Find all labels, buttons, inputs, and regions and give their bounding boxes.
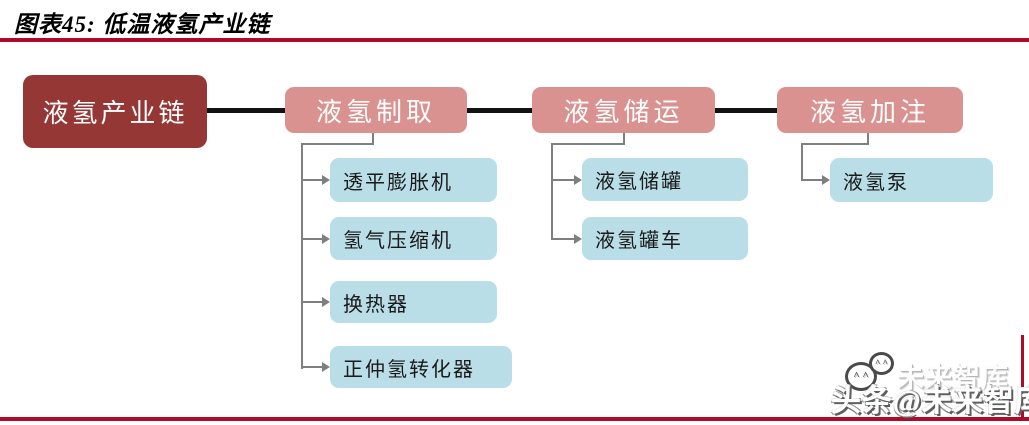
node-root: 液氢产业链 — [23, 75, 207, 148]
node-leaf-h2-compressor: 氢气压缩机 — [330, 217, 497, 260]
chat-bubbles-icon: ^ ^ ^ ^ — [845, 352, 897, 398]
connector-line — [551, 143, 625, 145]
connector-line — [301, 238, 322, 240]
connector-arrow-icon — [322, 234, 330, 244]
node-branch-storage: 液氢储运 — [532, 87, 715, 133]
node-leaf-storage-tank: 液氢储罐 — [582, 158, 748, 201]
watermark-main-text: 头条@未来智库 — [831, 385, 1029, 418]
connector-line — [623, 133, 625, 145]
connector-arrow-icon — [574, 175, 582, 185]
connector-arrow-icon — [322, 362, 330, 372]
node-leaf-tanker-truck: 液氢罐车 — [582, 217, 748, 260]
connector-arrow-icon — [322, 175, 330, 185]
connector-line — [301, 366, 322, 368]
connector-arrow-icon — [574, 234, 582, 244]
connector-arrow-icon — [822, 175, 830, 185]
connector-line — [301, 301, 322, 303]
node-leaf-ortho-para-converter: 正仲氢转化器 — [330, 346, 512, 388]
connector-line — [551, 238, 574, 240]
right-rule — [1021, 335, 1024, 421]
node-leaf-turbo-expander: 透平膨胀机 — [330, 158, 497, 202]
connector-line — [801, 179, 822, 181]
connector-line — [551, 179, 574, 181]
connector-line — [801, 143, 869, 145]
connector-line — [372, 133, 374, 145]
connector-arrow-icon — [322, 297, 330, 307]
node-leaf-lh2-pump: 液氢泵 — [830, 158, 993, 202]
connector-line — [551, 143, 553, 240]
node-leaf-heat-exchanger: 换热器 — [330, 281, 497, 323]
figure-title: 图表45: 低温液氢产业链 — [14, 12, 271, 37]
connector-line — [867, 133, 869, 145]
watermark-ghost-text: 未来智库 — [897, 363, 1009, 393]
node-branch-refueling: 液氢加注 — [777, 87, 963, 133]
connector-line — [301, 143, 303, 369]
top-rule — [0, 38, 1029, 42]
connector-line — [301, 143, 374, 145]
chat-bubble-small-icon: ^ ^ — [869, 352, 894, 375]
connector-line — [301, 179, 322, 181]
bottom-rule — [0, 417, 1029, 421]
node-branch-production: 液氢制取 — [285, 87, 467, 133]
connector-line — [801, 143, 803, 181]
